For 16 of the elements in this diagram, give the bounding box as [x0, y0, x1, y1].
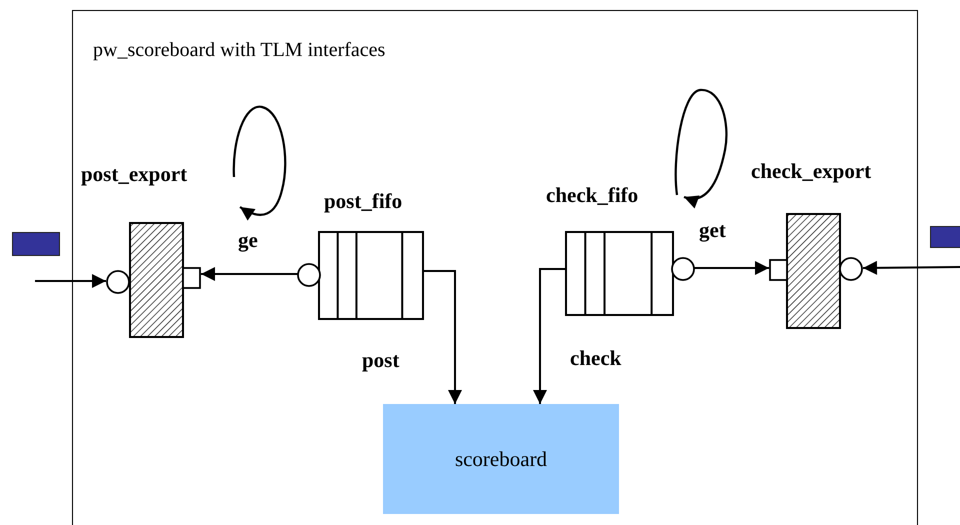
export-label: post_export — [81, 162, 188, 187]
port-marker — [12, 232, 60, 256]
arrow — [533, 268, 566, 404]
export-label: check_export — [751, 159, 872, 184]
frame-title: pw_scoreboard with TLM interfaces — [93, 39, 386, 62]
fifo-label: check_fifo — [546, 183, 638, 208]
arrow — [694, 261, 769, 275]
arrow — [862, 260, 960, 275]
arrow — [35, 274, 106, 288]
arrow — [201, 267, 298, 281]
module-label: scoreboard — [454, 446, 548, 472]
port-marker — [930, 226, 960, 248]
fifo-label: post_fifo — [324, 189, 402, 214]
component-frame — [72, 10, 918, 525]
arrow — [423, 270, 462, 404]
module-box — [383, 404, 619, 514]
